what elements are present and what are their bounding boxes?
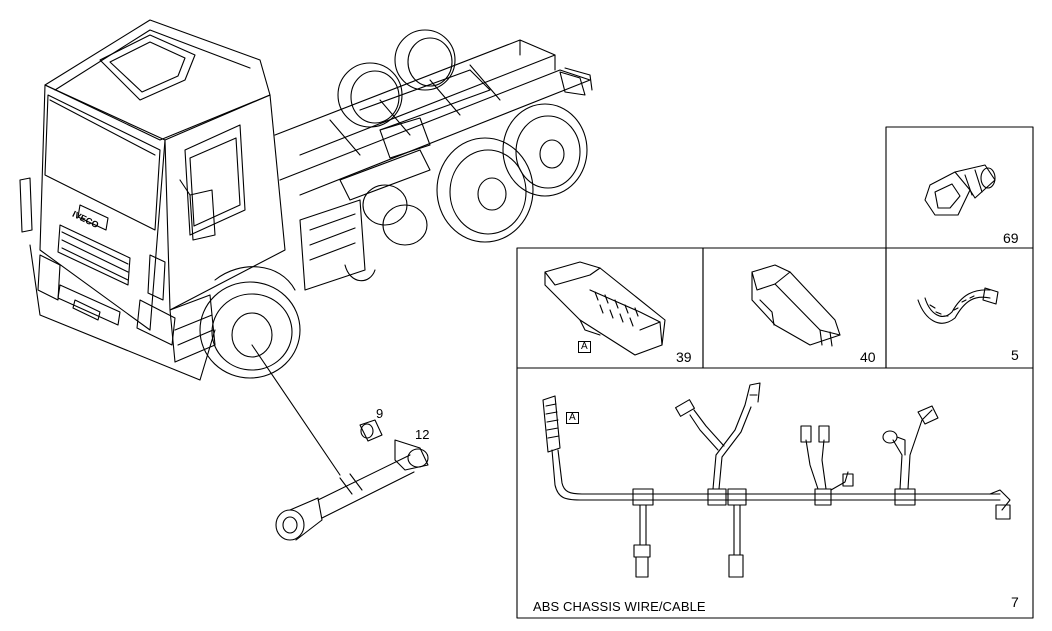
box-part-40 [702, 247, 887, 369]
callout-69: 69 [1003, 230, 1019, 246]
bushing-illustration [359, 419, 383, 442]
abs-sensor-illustration [275, 439, 429, 541]
box-part-69 [885, 126, 1034, 249]
harness-a-tag: A [566, 412, 579, 424]
truck-chassis-illustration [274, 29, 593, 291]
connector-a-tag: A [578, 341, 591, 353]
truck-cab-illustration [19, 19, 301, 381]
wiring-harness-illustration [542, 382, 1011, 578]
grommet-illustration [924, 164, 996, 216]
callout-12: 12 [415, 427, 430, 442]
callout-9: 9 [376, 406, 384, 421]
connector-cover-illustration [751, 264, 841, 347]
leader-line-sensor [251, 344, 341, 476]
callout-40: 40 [860, 349, 876, 365]
callout-5: 5 [1011, 347, 1019, 363]
diagram-caption: ABS CHASSIS WIRE/CABLE [533, 599, 706, 614]
callout-7: 7 [1011, 594, 1019, 610]
callout-39: 39 [676, 349, 692, 365]
box-part-7 [516, 367, 1034, 619]
connector-housing-illustration [544, 261, 666, 356]
cable-strap-illustration [917, 287, 999, 324]
